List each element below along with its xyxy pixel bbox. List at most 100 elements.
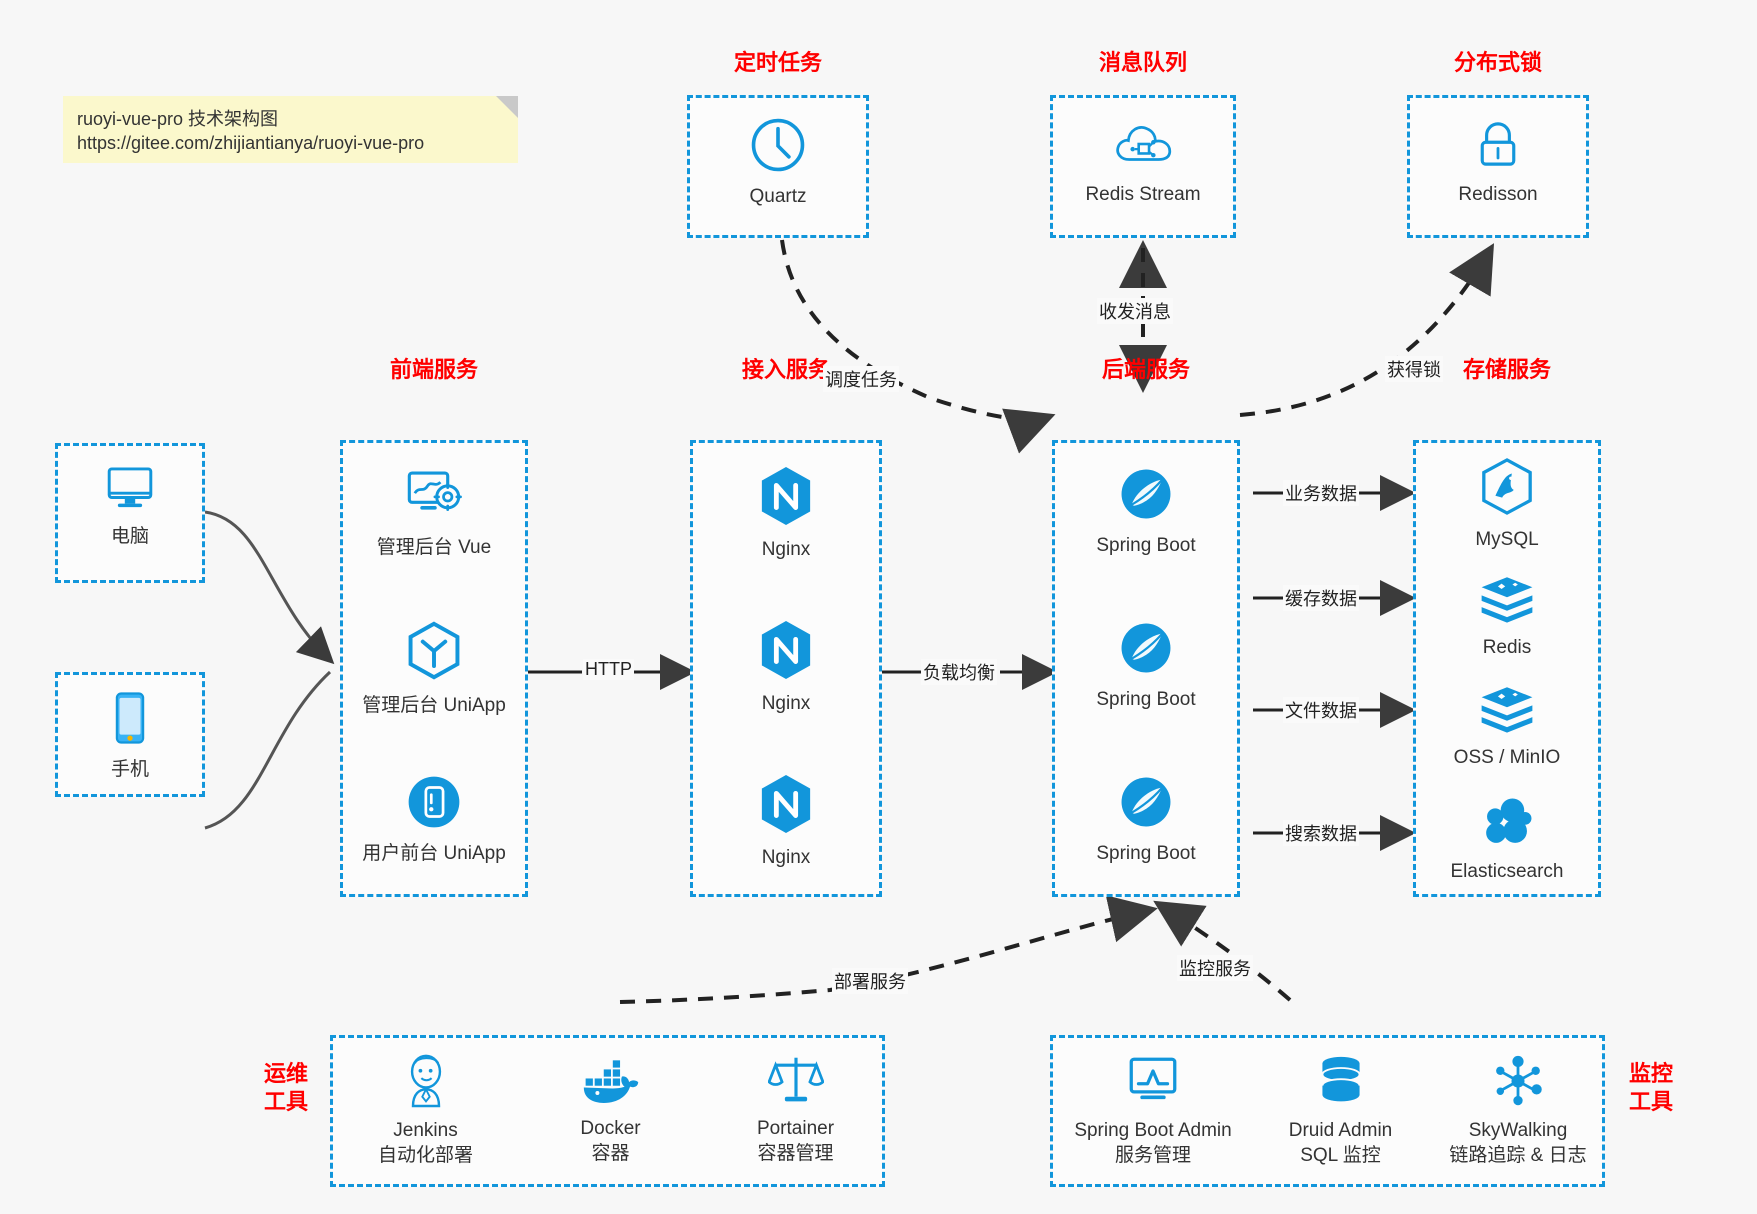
nginx-icon (758, 465, 814, 532)
redis-icon (1478, 683, 1536, 740)
node-quartz[interactable]: Quartz (690, 116, 866, 210)
edge-label-deploy-service: 部署服务 (832, 968, 908, 994)
spring-boot-icon (1117, 773, 1175, 836)
node-label: Spring Boot (1096, 535, 1196, 556)
edge-label-file-data: 文件数据 (1283, 697, 1359, 723)
group-title-scheduled-task: 定时任务 (733, 50, 822, 75)
node-label: Redis (1482, 637, 1532, 658)
node-label: Quartz (749, 186, 807, 207)
node-label: Spring Boot (1096, 689, 1196, 710)
node-skywalking[interactable]: SkyWalking 链路追踪 & 日志 (1428, 1054, 1608, 1168)
group-title-devops-line1: 运维 (263, 1061, 308, 1086)
node-spring-boot-2[interactable]: Spring Boot (1055, 619, 1237, 713)
node-spring-boot-admin[interactable]: Spring Boot Admin 服务管理 (1053, 1054, 1253, 1168)
node-spring-boot-1[interactable]: Spring Boot (1055, 465, 1237, 559)
node-sublabel: 链路追踪 & 日志 (1449, 1144, 1587, 1166)
group-title-monitoring-line1: 监控 (1628, 1061, 1673, 1086)
node-label: 管理后台 Vue (376, 537, 492, 558)
node-portainer[interactable]: Portainer 容器管理 (703, 1054, 888, 1166)
node-label: MySQL (1475, 529, 1539, 550)
node-druid-admin[interactable]: Druid Admin SQL 监控 (1253, 1054, 1428, 1168)
group-title-monitoring: 监控 工具 (1617, 1060, 1685, 1115)
node-nginx-2[interactable]: Nginx (693, 619, 879, 717)
mobile-icon (109, 689, 151, 752)
node-admin-uniapp[interactable]: 管理后台 UniApp (343, 619, 525, 719)
node-user-uniapp[interactable]: 用户前台 UniApp (343, 773, 525, 867)
group-box-devops[interactable]: Jenkins 自动化部署 Docker 容器 (330, 1035, 885, 1187)
edge-label-send-receive-message: 收发消息 (1097, 298, 1173, 324)
node-sublabel: 自动化部署 (377, 1144, 473, 1166)
group-title-distributed-lock: 分布式锁 (1453, 50, 1542, 75)
node-label: 电脑 (110, 526, 149, 547)
skywalking-icon (1490, 1054, 1546, 1113)
dashboard-gear-icon (402, 465, 466, 530)
desktop-icon (102, 462, 158, 519)
edge-label-monitor-service: 监控服务 (1177, 955, 1253, 981)
node-admin-vue[interactable]: 管理后台 Vue (343, 465, 525, 561)
clock-icon (749, 116, 807, 179)
node-desktop[interactable]: 电脑 (58, 462, 202, 550)
lock-icon (1470, 116, 1526, 177)
group-box-client-mobile[interactable]: 手机 (55, 672, 205, 797)
note-line-1: ruoyi-vue-pro 技术架构图 (77, 109, 279, 129)
node-spring-boot-3[interactable]: Spring Boot (1055, 773, 1237, 867)
nginx-icon (758, 619, 814, 686)
docker-icon (582, 1060, 640, 1111)
node-sublabel: 容器管理 (757, 1142, 834, 1164)
edge-label-schedule-task: 调度任务 (823, 366, 899, 392)
node-mysql[interactable]: MySQL (1416, 457, 1598, 553)
node-sublabel: SQL 监控 (1300, 1144, 1381, 1166)
node-label: Druid Admin (1288, 1120, 1393, 1141)
group-title-devops-line2: 工具 (263, 1088, 308, 1114)
node-mobile[interactable]: 手机 (58, 689, 202, 783)
node-label: Spring Boot Admin (1074, 1120, 1232, 1141)
group-title-backend: 后端服务 (1101, 357, 1190, 382)
node-redis[interactable]: Redis (1416, 573, 1598, 661)
node-label: Nginx (761, 693, 811, 714)
node-label: Spring Boot (1096, 843, 1196, 864)
group-box-client-desktop[interactable]: 电脑 (55, 443, 205, 583)
group-box-storage[interactable]: MySQL Redis OSS (1413, 440, 1601, 897)
node-nginx-1[interactable]: Nginx (693, 465, 879, 563)
jenkins-icon (400, 1052, 452, 1113)
group-title-message-queue: 消息队列 (1098, 50, 1187, 75)
node-label: Docker (580, 1118, 641, 1139)
node-label: 手机 (110, 759, 149, 780)
group-box-message-queue[interactable]: Redis Stream (1050, 95, 1236, 238)
node-label: Nginx (761, 847, 811, 868)
monitor-chart-icon (1124, 1054, 1182, 1113)
edge-label-acquire-lock: 获得锁 (1385, 356, 1443, 382)
note-fold-corner (496, 96, 518, 118)
spring-boot-icon (1117, 619, 1175, 682)
group-box-backend[interactable]: Spring Boot Spring Boot Spring Boot (1052, 440, 1240, 897)
group-title-storage: 存储服务 (1462, 357, 1551, 382)
uniapp-cube-icon (404, 619, 464, 688)
group-box-scheduled-task[interactable]: Quartz (687, 95, 869, 238)
node-nginx-3[interactable]: Nginx (693, 773, 879, 871)
database-icon (1315, 1054, 1367, 1113)
node-oss-minio[interactable]: OSS / MinIO (1416, 683, 1598, 771)
group-box-monitoring[interactable]: Spring Boot Admin 服务管理 Druid Admin SQL 监… (1050, 1035, 1605, 1187)
node-jenkins[interactable]: Jenkins 自动化部署 (333, 1052, 518, 1168)
spring-boot-icon (1117, 465, 1175, 528)
group-box-frontend[interactable]: 管理后台 Vue 管理后台 UniApp 用户前台 U (340, 440, 528, 897)
cloud-network-icon (1112, 116, 1174, 177)
node-redis-stream[interactable]: Redis Stream (1053, 116, 1233, 208)
node-docker[interactable]: Docker 容器 (518, 1060, 703, 1166)
node-label: Jenkins (393, 1120, 458, 1141)
group-box-distributed-lock[interactable]: Redisson (1407, 95, 1589, 238)
node-redisson[interactable]: Redisson (1410, 116, 1586, 208)
group-title-frontend: 前端服务 (389, 357, 478, 382)
edge-label-search-data: 搜索数据 (1283, 820, 1359, 846)
redis-icon (1478, 573, 1536, 630)
node-elasticsearch[interactable]: Elasticsearch (1416, 795, 1598, 885)
portainer-scale-icon (766, 1054, 825, 1111)
edge-label-http: HTTP (583, 659, 634, 680)
elasticsearch-icon (1478, 795, 1536, 854)
group-title-devops: 运维 工具 (252, 1060, 320, 1115)
node-label: SkyWalking (1468, 1120, 1568, 1141)
group-box-gateway[interactable]: Nginx Nginx Nginx (690, 440, 882, 897)
note-line-2: https://gitee.com/zhijiantianya/ruoyi-vu… (77, 133, 425, 153)
group-title-monitoring-line2: 工具 (1628, 1088, 1673, 1114)
node-label: Redisson (1458, 184, 1538, 205)
